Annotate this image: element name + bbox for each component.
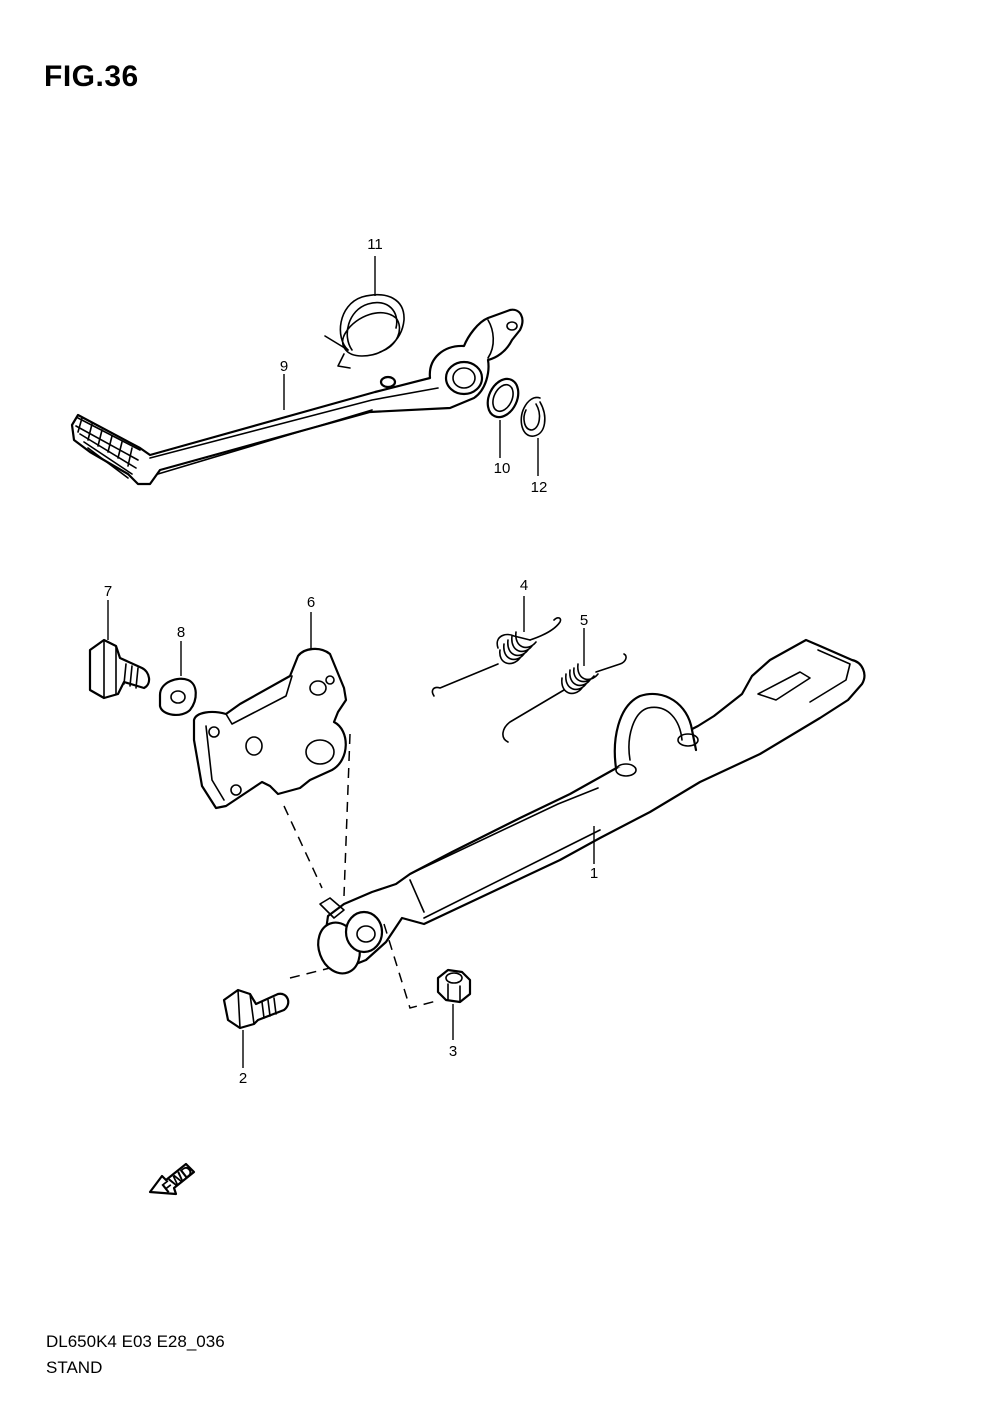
callout-12: 12 [531, 479, 548, 496]
part-11-spring[interactable] [324, 293, 405, 369]
callout-6: 6 [307, 594, 315, 611]
callout-2: 2 [239, 1070, 247, 1087]
part-10-washer[interactable] [482, 374, 524, 422]
part-3-nut[interactable] [436, 968, 472, 1004]
figure-title: FIG.36 [44, 60, 139, 93]
part-2-pivot-bolt[interactable] [222, 988, 290, 1030]
assembly-line-bracket-right [343, 733, 351, 897]
callout-10: 10 [494, 460, 511, 477]
callout-5: 5 [580, 612, 588, 629]
fwd-arrow-icon: FWD [148, 1162, 197, 1197]
callout-9: 9 [280, 358, 288, 375]
figure-name: STAND [46, 1358, 103, 1377]
assembly-line-nut [383, 923, 441, 1009]
callout-3: 3 [449, 1043, 457, 1060]
part-1-side-stand[interactable] [311, 638, 866, 979]
assembly-line-bolt [289, 967, 331, 979]
callout-7: 7 [104, 583, 112, 600]
part-8-washer[interactable] [158, 677, 197, 716]
callout-4: 4 [520, 577, 528, 594]
part-5-spring[interactable] [502, 653, 627, 743]
assembly-line-bracket-left [283, 805, 323, 889]
part-6-bracket[interactable] [192, 647, 348, 810]
part-9-brake-pedal[interactable] [70, 308, 524, 486]
part-12-circlip[interactable] [520, 396, 546, 437]
part-4-spring[interactable] [431, 617, 562, 697]
part-7-bolt[interactable] [88, 638, 151, 700]
callout-8: 8 [177, 624, 185, 641]
figure-code: DL650K4 E03 E28_036 [46, 1332, 225, 1351]
callout-1: 1 [590, 865, 598, 882]
callout-11: 11 [367, 236, 383, 253]
